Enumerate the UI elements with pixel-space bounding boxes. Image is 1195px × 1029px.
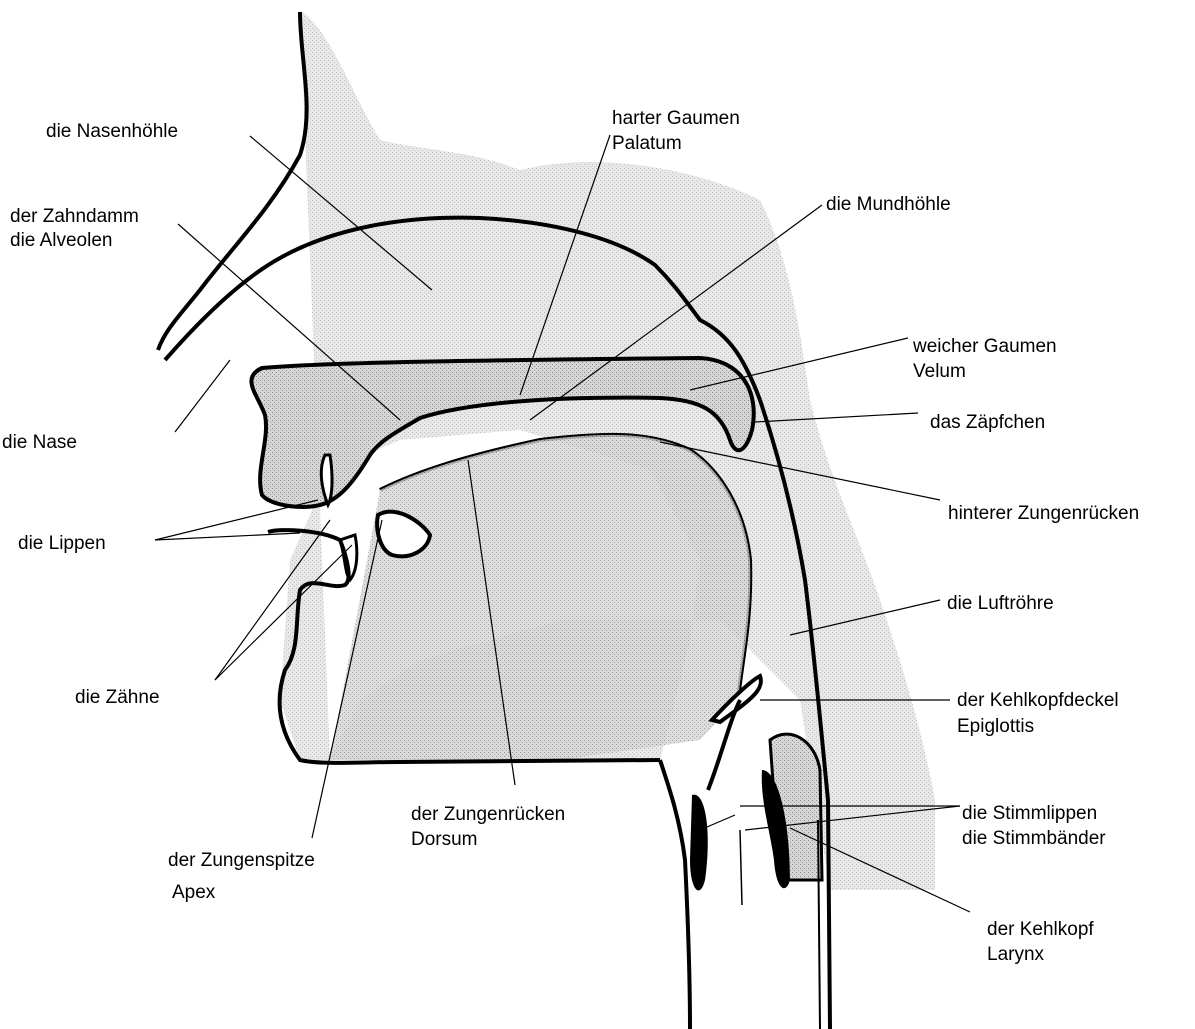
label-palatum: Palatum bbox=[612, 133, 682, 154]
leader-zungenspitze bbox=[311, 519, 383, 839]
leader-zungenruecken bbox=[467, 459, 516, 786]
label-epiglottis: Epiglottis bbox=[957, 716, 1035, 737]
tongue-tip bbox=[375, 509, 433, 559]
label-alveolen: die Alveolen bbox=[10, 230, 113, 251]
throat-front-wall bbox=[658, 759, 692, 1029]
leader-kehlkopf bbox=[789, 827, 971, 913]
label-dorsum: Dorsum bbox=[411, 829, 478, 850]
leader-stimmlippen-3 bbox=[699, 814, 736, 831]
tongue-body bbox=[330, 434, 751, 760]
leader-luftroehre bbox=[789, 599, 941, 636]
nose-outline bbox=[156, 11, 309, 351]
trachea-line-2 bbox=[739, 829, 743, 906]
larynx-front bbox=[706, 699, 742, 791]
label-hinterer-zungenruecken: hinterer Zungenrücken bbox=[948, 503, 1140, 524]
leader-nase bbox=[174, 359, 231, 433]
leader-harter-gaumen bbox=[519, 134, 611, 396]
label-larynx: Larynx bbox=[987, 944, 1045, 965]
leader-weicher-gaumen bbox=[689, 337, 909, 391]
pharynx-back-wall bbox=[758, 399, 832, 1029]
label-stimmbaender: die Stimmbänder bbox=[962, 828, 1106, 849]
label-zahndamm: der Zahndamm bbox=[10, 206, 139, 227]
leader-zaehne-1 bbox=[214, 519, 331, 681]
label-lippen: die Lippen bbox=[18, 533, 106, 554]
leader-zahndamm bbox=[177, 223, 401, 421]
label-nasenhoehle: die Nasenhöhle bbox=[46, 121, 179, 142]
label-nase: die Nase bbox=[2, 432, 77, 453]
leader-zaepfchen bbox=[754, 412, 919, 423]
lower-lip-chin bbox=[267, 528, 661, 765]
label-luftroehre: die Luftröhre bbox=[947, 593, 1054, 614]
label-stimmlippen: die Stimmlippen bbox=[962, 803, 1098, 824]
upper-incisor bbox=[319, 453, 334, 509]
trachea-line-1 bbox=[817, 819, 821, 1029]
label-mundhoehle: die Mundhöhle bbox=[826, 194, 951, 215]
label-zaepfchen: das Zäpfchen bbox=[930, 412, 1046, 433]
nasal-cavity-outline bbox=[163, 215, 762, 401]
vocal-fold-left bbox=[690, 794, 708, 891]
leader-nasenhoehle bbox=[249, 135, 433, 291]
leader-mundhoehle bbox=[529, 204, 823, 421]
label-weicher-gaumen: weicher Gaumen bbox=[913, 336, 1057, 357]
leader-lippen-1 bbox=[154, 499, 319, 541]
vocal-fold-right bbox=[761, 770, 790, 889]
leader-hinterer-zungenruecken bbox=[659, 441, 941, 501]
label-velum: Velum bbox=[913, 361, 966, 382]
leader-stimmlippen-2 bbox=[744, 805, 961, 831]
leader-lippen-2 bbox=[154, 532, 301, 541]
label-harter-gaumen: harter Gaumen bbox=[612, 108, 740, 129]
label-zaehne: die Zähne bbox=[75, 687, 160, 708]
leader-zaehne-2 bbox=[214, 544, 353, 681]
label-kehlkopf: der Kehlkopf bbox=[987, 919, 1094, 940]
upper-lip-palate bbox=[249, 355, 756, 509]
leader-lines bbox=[154, 134, 971, 913]
label-kehlkopfdeckel: der Kehlkopfdeckel bbox=[957, 690, 1119, 711]
label-zungenruecken: der Zungenrücken bbox=[411, 804, 566, 825]
label-zungenspitze: der Zungenspitze bbox=[168, 850, 315, 871]
label-apex: Apex bbox=[172, 882, 216, 903]
